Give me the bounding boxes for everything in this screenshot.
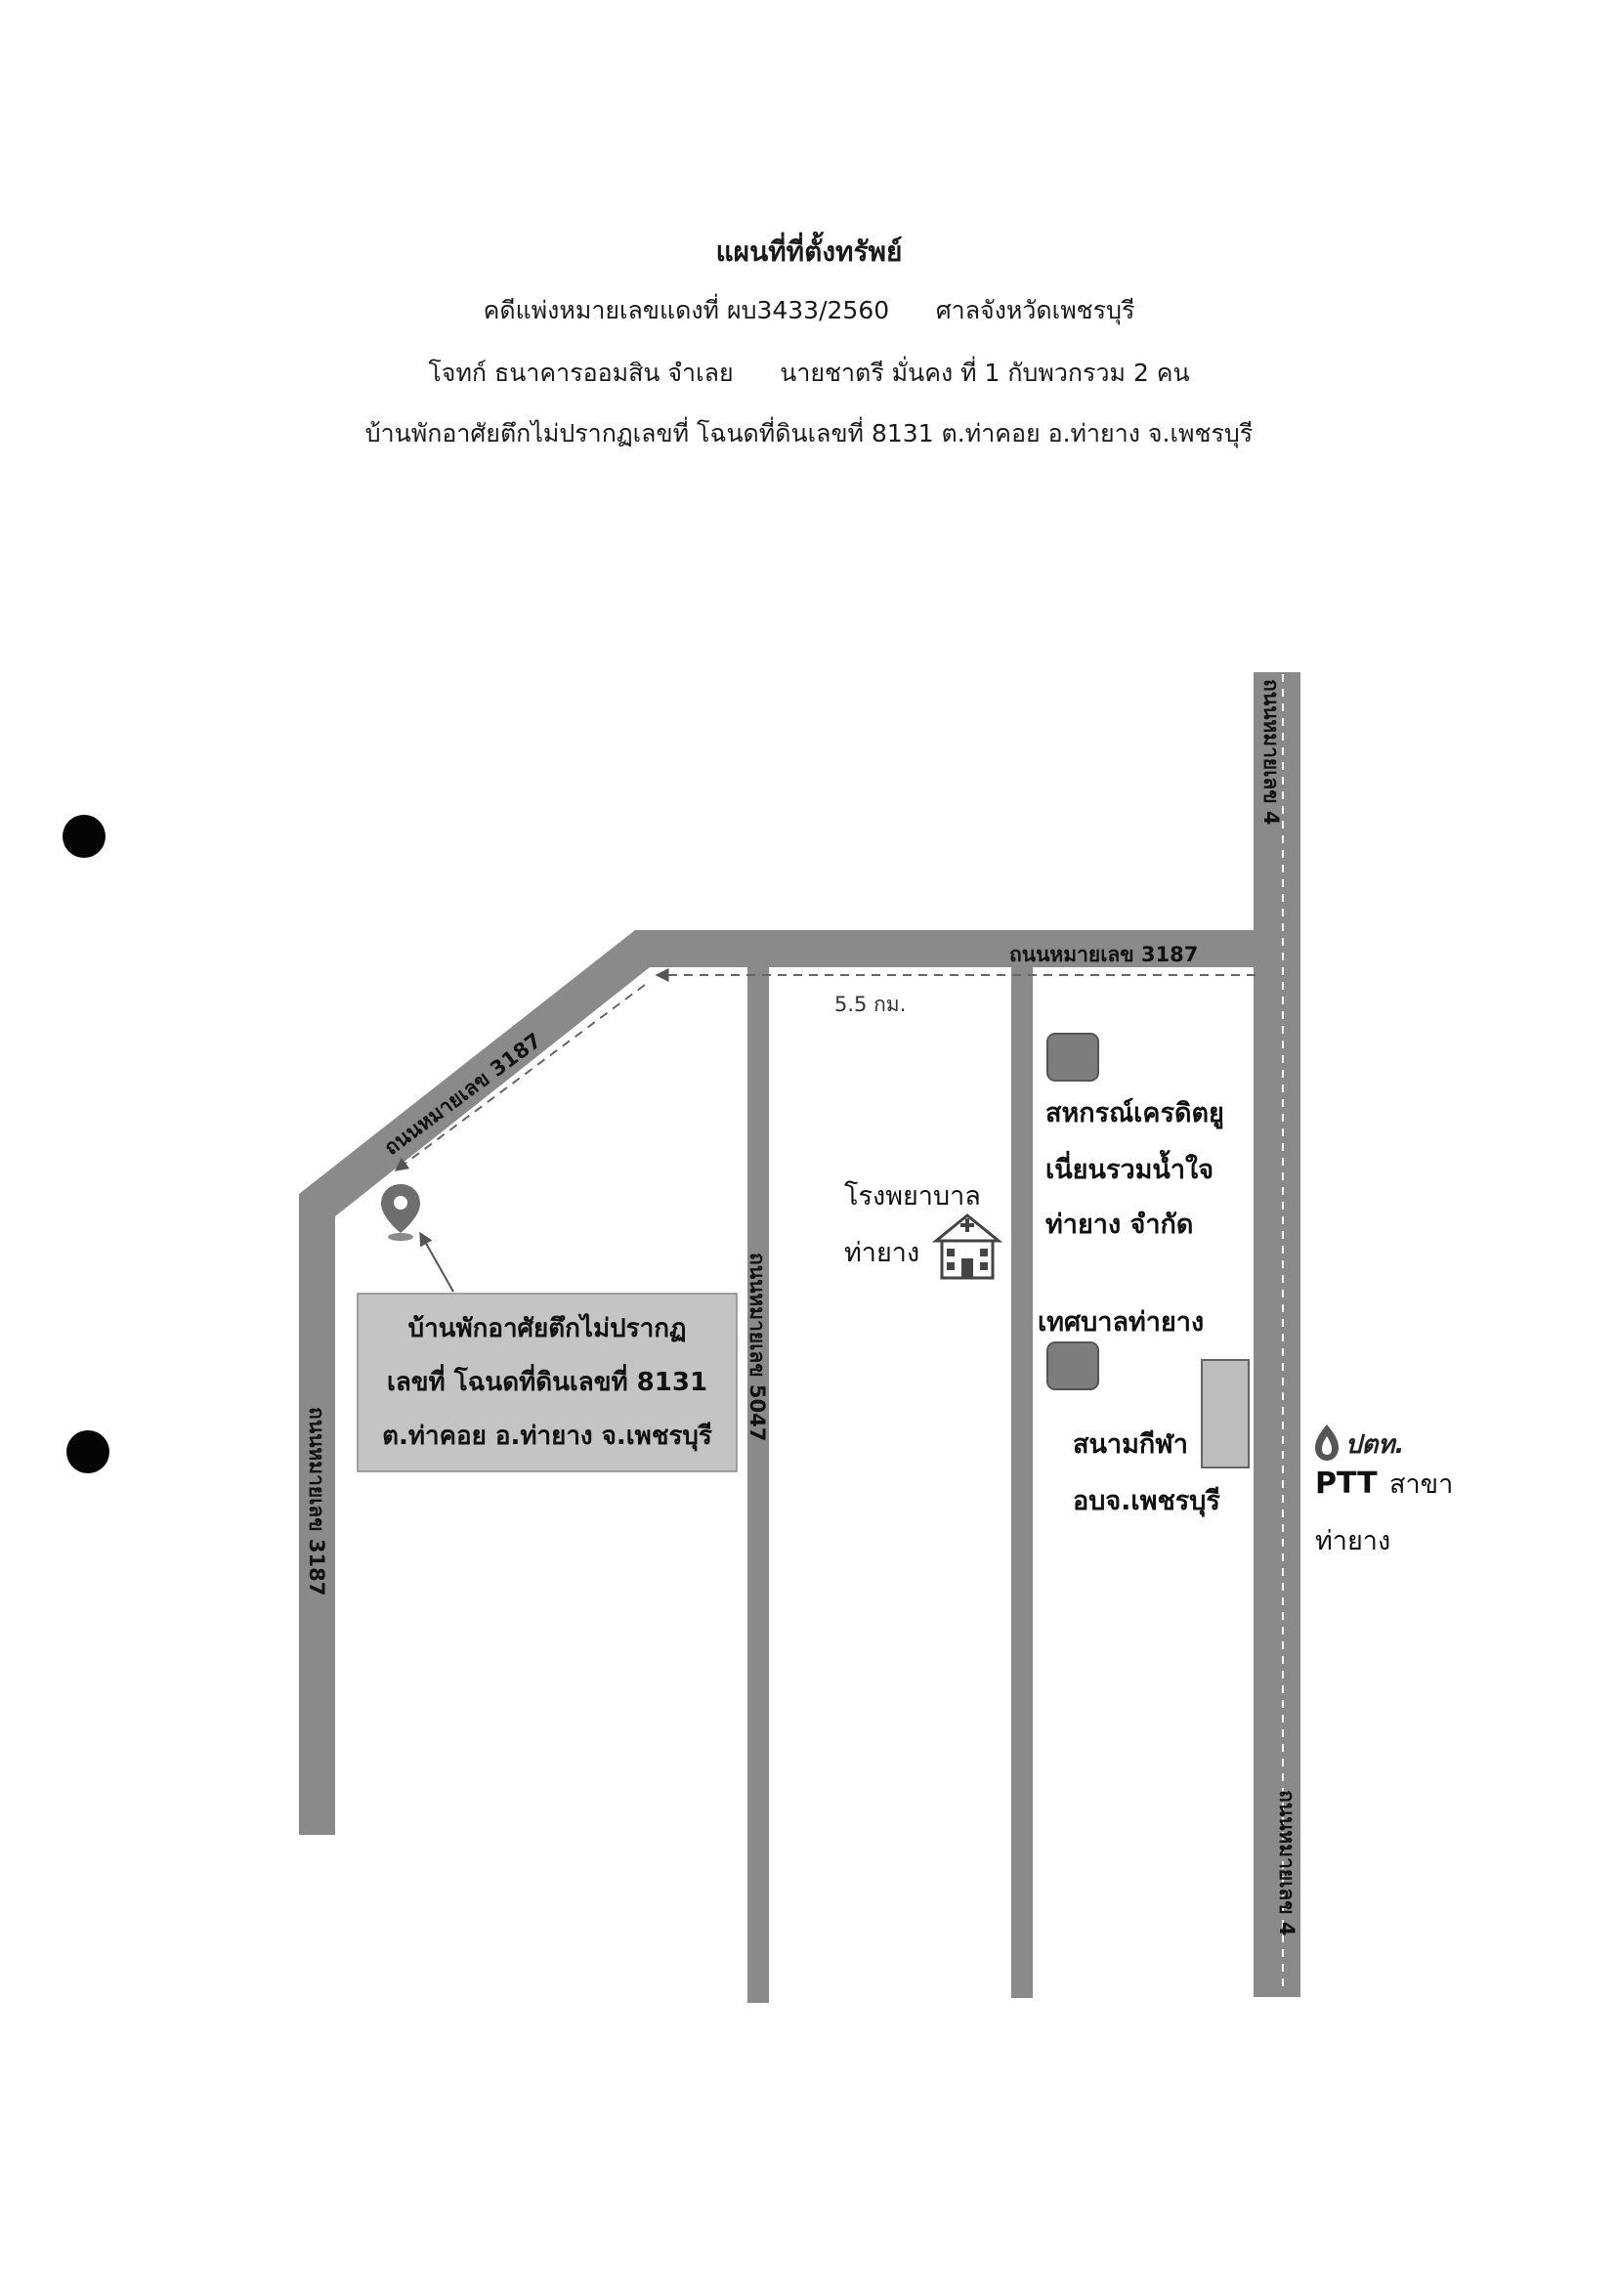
stadium-marker: [1201, 1359, 1250, 1468]
punch-hole-top: [63, 815, 106, 858]
hospital-label-line2: ท่ายาง: [844, 1238, 919, 1268]
road-4: [1254, 672, 1300, 1997]
municipality-building-marker: [1046, 1341, 1099, 1390]
property-line: บ้านพักอาศัยตึกไม่ปรากฏเลขที่ โฉนดที่ดิน…: [364, 419, 1254, 447]
stadium-label-line1: สนามกีฬา: [1073, 1429, 1188, 1460]
road-5047: [747, 967, 769, 2003]
property-box-line3: ต.ท่าคอย อ.ท่ายาง จ.เพชรบุรี: [382, 1422, 712, 1452]
location-pin-icon: [381, 1184, 420, 1241]
coop-label-line1: สหกรณ์เครดิตยู: [1045, 1097, 1224, 1129]
hospital-label-line1: โรงพยาบาล: [844, 1181, 981, 1212]
municipality-label: เทศบาลท่ายาง: [1038, 1307, 1204, 1338]
coop-label-line3: ท่ายาง จำกัด: [1045, 1210, 1193, 1240]
page-title: แผนที่ที่ตั้งทรัพย์: [715, 235, 903, 268]
road-label-left: ถนนหมายเลข 3187: [305, 1407, 328, 1595]
road-label-middle: ถนนหมายเลข 5047: [745, 1253, 769, 1441]
coop-label-line2: เนี่ยนรวมน้ำใจ: [1045, 1149, 1214, 1185]
route-line: [394, 968, 1256, 1171]
property-box-line1: บ้านพักอาศัยตึกไม่ปรากฏ: [408, 1312, 687, 1343]
road-label-right-top: ถนนหมายเลข 4: [1259, 679, 1283, 826]
hospital-icon: [931, 1213, 1003, 1280]
ptt-brand-label: ปตท.: [1345, 1430, 1404, 1460]
road-label-top: ถนนหมายเลข 3187: [1009, 943, 1198, 966]
property-box-line2: เลขที่ โฉนดที่ดินเลขที่ 8131: [387, 1363, 707, 1397]
distance-label: 5.5 กม.: [834, 993, 906, 1016]
punch-hole-bottom: [66, 1430, 109, 1473]
road-label-right-bottom: ถนนหมายเลข 4: [1275, 1790, 1299, 1936]
stadium-label-line2: อบจ.เพชรบุรี: [1073, 1486, 1220, 1517]
ptt-branch-line2: ท่ายาง: [1315, 1526, 1390, 1556]
coop-building-marker: [1046, 1033, 1099, 1082]
road-service: [1011, 967, 1033, 1998]
roads: [299, 672, 1300, 2003]
pin-pointer-arrow: [419, 1231, 454, 1293]
case-line: คดีแพ่งหมายเลขแดงที่ ผบ3433/2560 ศาลจังห…: [483, 296, 1135, 324]
ptt-branch-label: สาขา: [1389, 1469, 1453, 1500]
road-label-diagonal: ถนนหมายเลข 3187: [380, 1029, 546, 1160]
ptt-name-label: PTT: [1315, 1467, 1378, 1501]
property-box: บ้านพักอาศัยตึกไม่ปรากฏ เลขที่ โฉนดที่ดิ…: [357, 1293, 738, 1472]
ptt-logo-icon: [1315, 1424, 1339, 1461]
parties-line: โจทก์ ธนาคารออมสิน จำเลย นายชาตรี มั่นคง…: [428, 359, 1190, 387]
